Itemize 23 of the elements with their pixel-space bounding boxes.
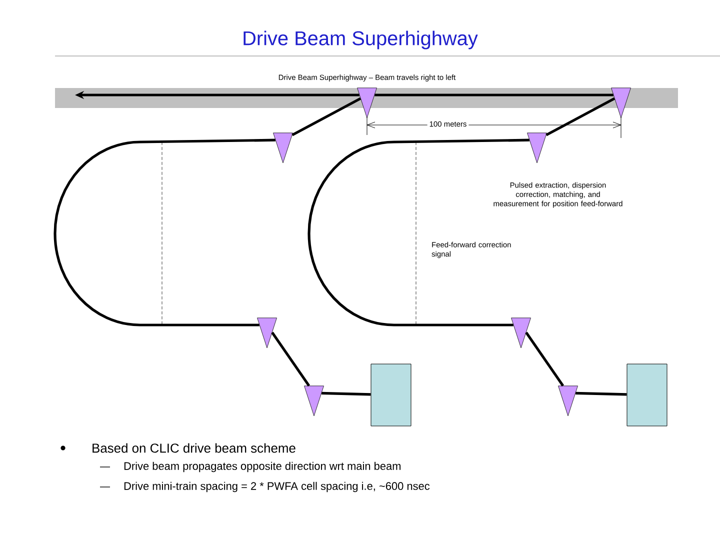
triangle-marker bbox=[257, 318, 277, 348]
box bbox=[370, 364, 412, 426]
beam-line bbox=[576, 392, 627, 396]
box bbox=[626, 364, 668, 426]
beam-line bbox=[525, 332, 564, 386]
triangle-marker bbox=[558, 386, 578, 416]
triangle-marker bbox=[273, 132, 293, 164]
sub-bullet-text: Drive beam propagates opposite direction wrt main beam bbox=[124, 462, 400, 472]
beam-line bbox=[271, 332, 310, 386]
triangle-marker bbox=[357, 88, 377, 118]
triangle-marker bbox=[511, 318, 531, 348]
beam-line bbox=[322, 392, 371, 396]
beam-line bbox=[292, 97, 362, 136]
triangle-marker bbox=[611, 88, 631, 118]
title: Drive Beam Superhighway bbox=[244, 30, 478, 50]
bullet-text: Based on CLIC drive beam scheme bbox=[92, 443, 296, 453]
triangle-marker bbox=[527, 132, 547, 164]
sub-bullet-text: Drive mini-train spacing = 2 * PWFA cell spacing i.e, ~600 nsec bbox=[124, 482, 430, 492]
beam-line bbox=[546, 97, 616, 136]
beam-line bbox=[374, 94, 614, 96]
beam-line bbox=[54, 138, 276, 326]
triangle-marker bbox=[304, 386, 324, 416]
beam-line bbox=[308, 138, 530, 326]
